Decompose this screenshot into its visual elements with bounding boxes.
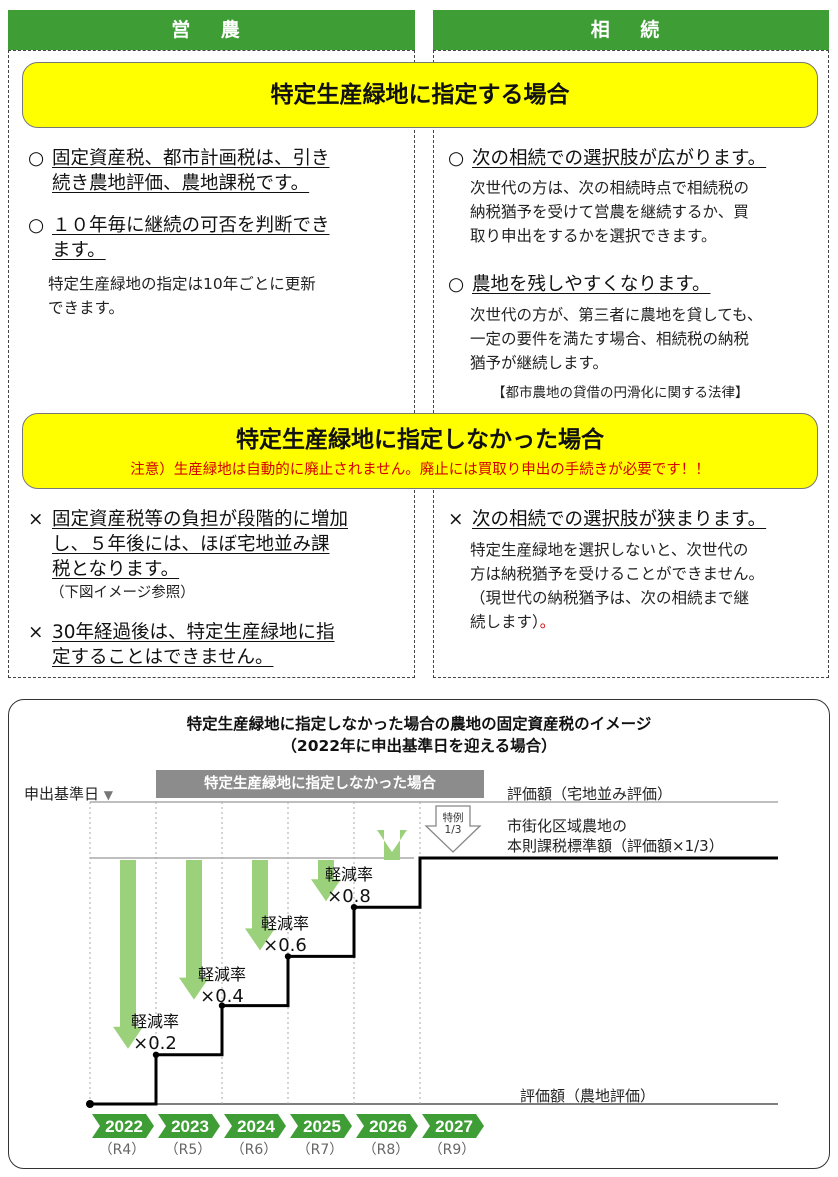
step-dot (152, 1051, 160, 1059)
special-label: 特例 1/3 (442, 812, 464, 836)
not-designated-farming-point-2: ×30年経過後は、特定生産緑地に指 定することはできません。 (28, 622, 335, 668)
year-badge (158, 1114, 220, 1138)
year-label: 2024 (237, 1117, 275, 1136)
year-sublabel: （R4） (98, 1142, 146, 1158)
not-designated-inheritance-point-1: ×次の相続での選択肢が狭まります。 (448, 509, 767, 530)
not-designated-banner: 特定生産緑地に指定しなかった場合 注意）生産緑地は自動的に廃止されません。廃止に… (22, 413, 818, 489)
designated-banner: 特定生産緑地に指定する場合 (22, 62, 818, 128)
step-dot (218, 1002, 226, 1009)
year-sublabel: （R9） (428, 1142, 476, 1158)
year-label: 2025 (303, 1117, 341, 1136)
mid-value-label: 市街化区域農地の 本則課税標準額（評価額×1/3） (507, 817, 724, 855)
not-designated-title: 特定生産緑地に指定しなかった場合 (236, 427, 604, 453)
farming-panel (8, 50, 415, 678)
rate-label-4: 軽減率 ×0.8 (316, 864, 382, 908)
inheritance-panel (433, 50, 829, 678)
year-sublabel: （R7） (296, 1142, 344, 1158)
year-badge (224, 1114, 286, 1138)
header-inheritance: 相 続 (433, 10, 829, 50)
year-badge (290, 1114, 352, 1138)
start-dot (86, 1100, 94, 1108)
header-farming: 営 農 (8, 10, 415, 50)
law-reference: 【都市農地の貸借の円滑化に関する法律】 (492, 385, 749, 401)
rate-label-3: 軽減率 ×0.6 (252, 913, 318, 957)
designated-inheritance-desc-2: 次世代の方が、第三者に農地を貸しても、 一定の要件を満たす場合、相続税の納税 猶… (470, 306, 763, 372)
reduction-arrow (245, 860, 275, 951)
year-label: 2022 (105, 1117, 143, 1136)
reduction-arrow (113, 860, 143, 1049)
year-label: 2027 (435, 1117, 473, 1136)
year-badges: 2022 2023 2024 2025 2026 2027 (92, 1114, 484, 1138)
chart-reference: （下図イメージ参照） (50, 585, 195, 601)
reduction-arrow (377, 830, 407, 860)
not-designated-inheritance-desc: 特定生産緑地を選択しないと、次世代の 方は納税猶予を受けることができません。 （… (470, 541, 765, 631)
chart-panel (8, 699, 830, 1169)
bottom-value-label: 評価額（農地評価） (520, 1087, 656, 1105)
reduction-arrows (113, 830, 407, 1049)
designated-inheritance-point-2: ○農地を残しやすくなります。 (448, 274, 711, 295)
designated-inheritance-desc-1: 次世代の方は、次の相続時点で相続税の 納税猶予を受けて営農を継続するか、買 取り… (470, 179, 750, 245)
designated-farming-point-2: ○１０年毎に継続の可否を判断でき ます。 (28, 215, 330, 261)
designated-farming-point-1: ○固定資産税、都市計画税は、引き 続き農地評価、農地課税です。 (28, 148, 330, 194)
designated-farming-desc: 特定生産緑地の指定は10年ごとに更新 できます。 (48, 275, 316, 317)
base-date-label: 申出基準日 ▼ (24, 785, 114, 803)
year-sublabel: （R6） (230, 1142, 278, 1158)
step-dot (284, 953, 292, 960)
range-bar: 特定生産緑地に指定しなかった場合 (156, 770, 484, 798)
rate-value-2: ×0.4 (200, 986, 244, 1007)
reduction-arrow (311, 860, 341, 902)
step-dot (350, 904, 358, 911)
year-badge (92, 1114, 154, 1138)
year-sublabel: （R8） (362, 1142, 410, 1158)
chart-title: 特定生産緑地に指定しなかった場合の農地の固定資産税のイメージ （2022年に申出… (186, 715, 652, 755)
year-sublabel: （R5） (164, 1142, 212, 1158)
tax-step-line (90, 856, 778, 1106)
rate-label-1: 軽減率 ×0.2 (122, 1011, 188, 1055)
year-badge (422, 1114, 484, 1138)
triangle-down-icon: ▼ (103, 788, 114, 802)
top-value-label: 評価額（宅地並み評価） (507, 785, 673, 803)
special-arrow-icon (424, 805, 482, 853)
not-designated-farming-point-1: ×固定資産税等の負担が段階的に増加 し、５年後には、ほぼ宅地並み課 税となります… (28, 509, 349, 580)
rate-value-3: ×0.6 (263, 935, 307, 956)
year-label: 2026 (369, 1117, 407, 1136)
not-designated-note: 注意）生産緑地は自動的に廃止されません。廃止には買取り申出の手続きが必要です！！ (130, 462, 710, 478)
reduction-arrow (179, 860, 209, 1000)
rate-value-1: ×0.2 (133, 1033, 177, 1054)
designated-inheritance-point-1: ○次の相続での選択肢が広がります。 (448, 148, 767, 169)
rate-label-2: 軽減率 ×0.4 (189, 964, 255, 1008)
designated-title: 特定生産緑地に指定する場合 (270, 82, 570, 108)
step-dots (152, 904, 358, 1059)
year-label: 2023 (171, 1117, 209, 1136)
year-badge (356, 1114, 418, 1138)
rate-value-4: ×0.8 (327, 886, 371, 907)
